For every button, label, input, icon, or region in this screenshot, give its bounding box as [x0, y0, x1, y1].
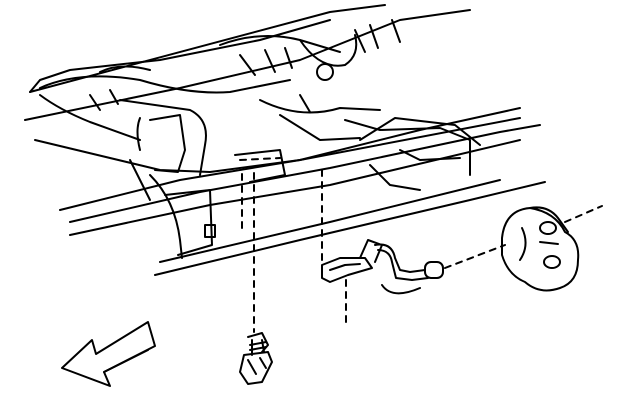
- exhaust-hanger-bracket: [321, 239, 383, 283]
- insulator-alignment-line: [444, 244, 506, 269]
- frame-rail: [24, 4, 546, 276]
- insulator-alignment-line: [564, 205, 603, 223]
- exhaust-hanger-rod: [374, 243, 444, 295]
- frame-alignment-line: [239, 157, 281, 161]
- front-direction-arrow: [61, 321, 156, 387]
- rubber-insulator: [501, 206, 580, 292]
- bolt: [239, 332, 273, 385]
